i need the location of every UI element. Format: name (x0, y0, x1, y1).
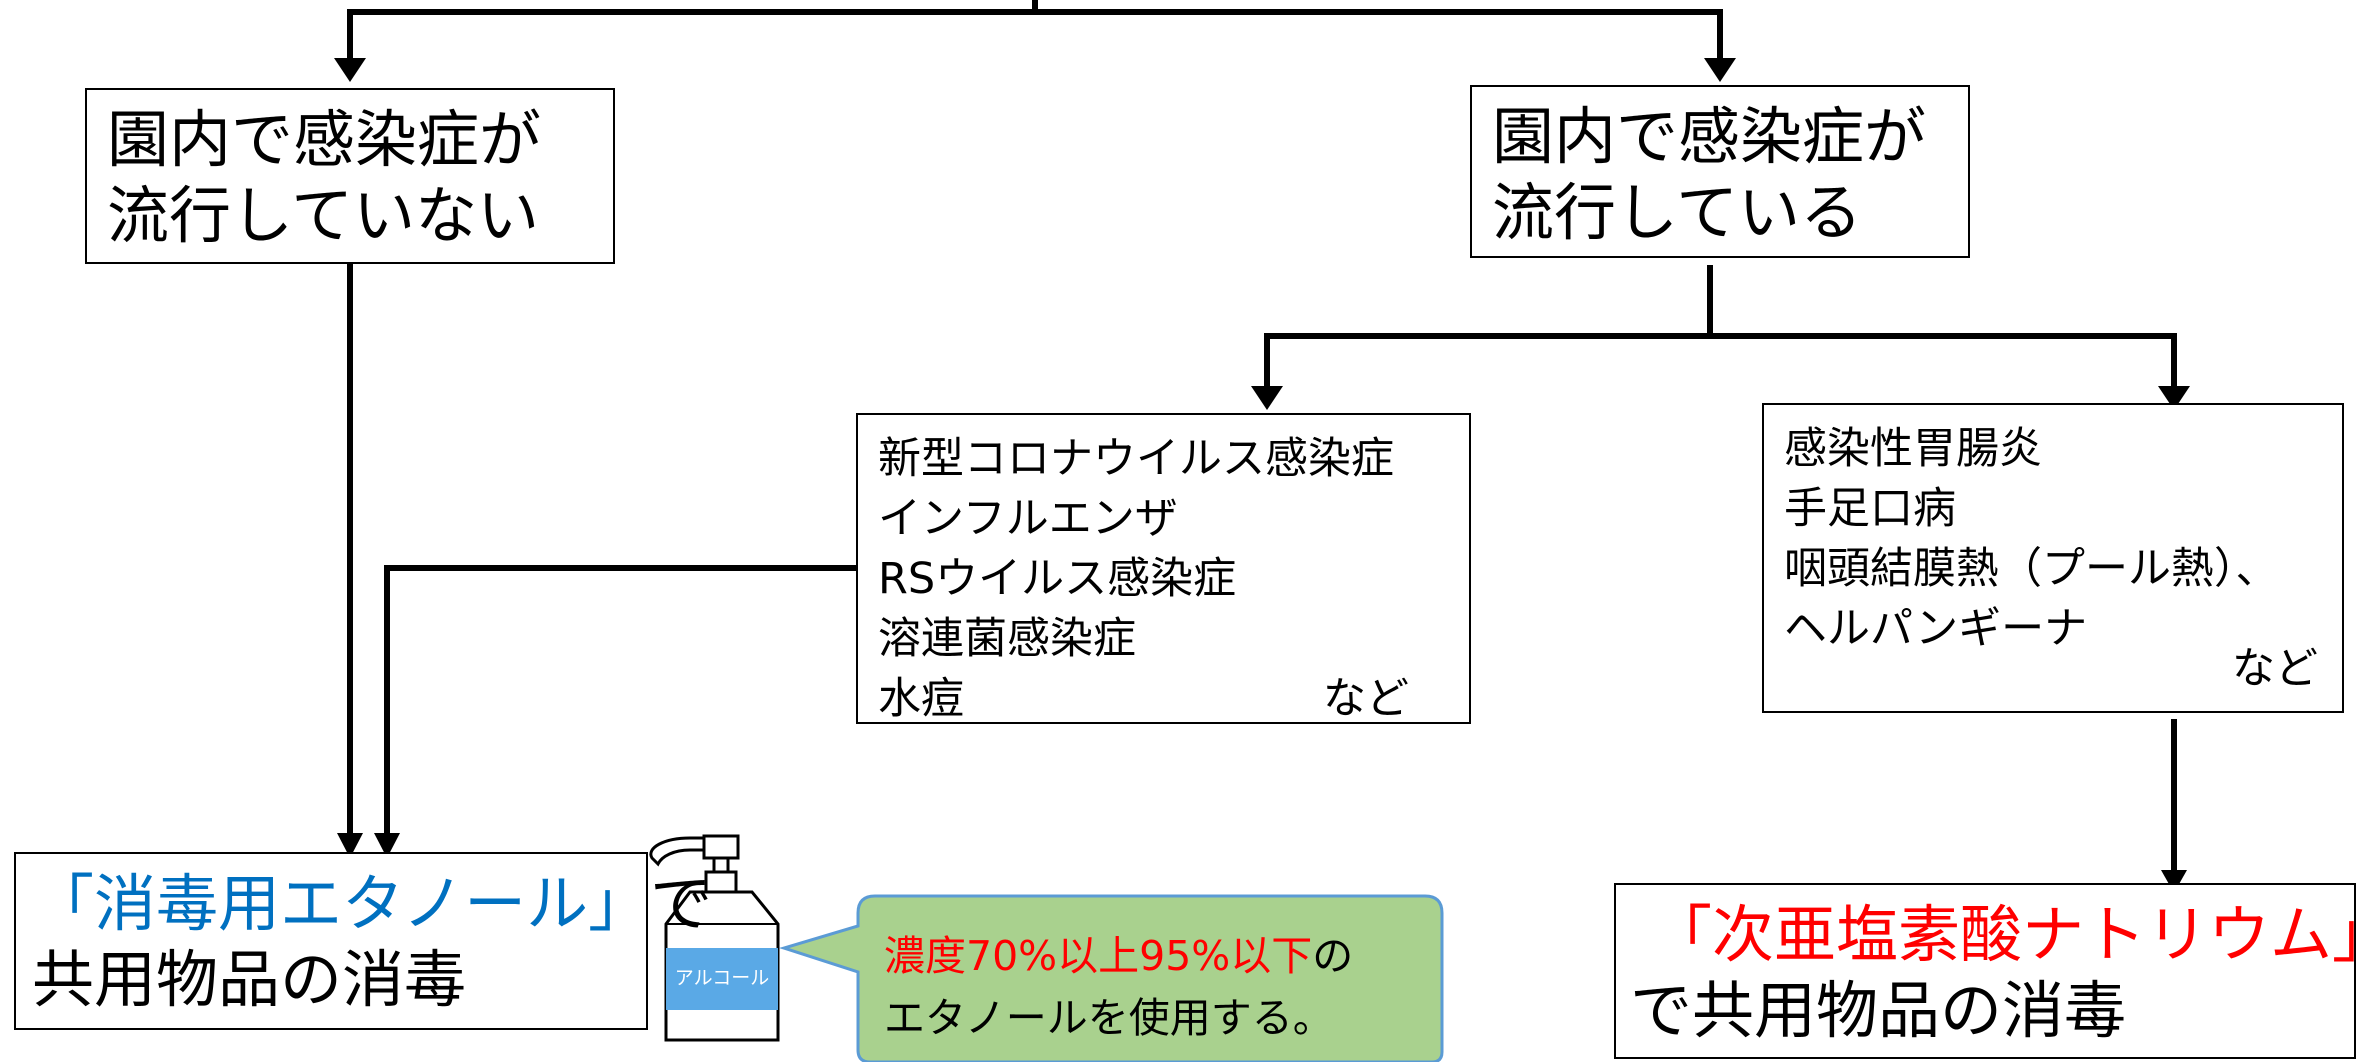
disease-item: ヘルパンギーナ (1784, 604, 2088, 654)
disease-item: 手足口病 (1784, 484, 1956, 534)
arrowhead-group-b (2158, 386, 2190, 410)
arrowhead-ethanol-1 (337, 833, 363, 858)
disease-item: 水痘 (878, 674, 964, 724)
not-prevalent-line-2: 流行していない (107, 179, 540, 252)
disease-item: インフルエンザ (878, 494, 1178, 544)
prevalent-line-1: 園内で感染症が (1492, 100, 1927, 173)
arrowhead-hypochlorite (2161, 870, 2187, 893)
alcohol-bottle-icon (649, 834, 780, 1042)
hypochlorite-result-box: 「次亜塩素酸ナトリウム」 で共用物品の消毒 (1614, 883, 2356, 1059)
disease-item: 溶連菌感染症 (878, 614, 1136, 664)
hypochlorite-highlight: 「次亜塩素酸ナトリウム」 (1650, 898, 2356, 971)
arrowhead-prevalent (1704, 58, 1736, 82)
prevalent-line-2: 流行している (1492, 176, 1863, 249)
prevalent-box: 園内で感染症が 流行している (1470, 85, 1970, 258)
ethanol-result-line-1: 「消毒用エタノール」で (32, 866, 712, 942)
ethanol-tail: で (650, 867, 713, 940)
group-b-disease-list: 感染性胃腸炎 手足口病 咽頭結膜熱（プール熱）、 ヘルパンギーナ など (1762, 403, 2344, 713)
concentration-note-line-2: エタノールを使用する。 (884, 994, 1334, 1042)
disease-item: 咽頭結膜熱（プール熱）、 (1784, 544, 2279, 594)
disease-item: 新型コロナウイルス感染症 (878, 434, 1394, 484)
group-b-etc-label: など (2232, 644, 2318, 694)
ethanol-result-line-2: 共用物品の消毒 (32, 943, 467, 1016)
concentration-note-line-1: 濃度70%以上95%以下の (884, 925, 1353, 987)
concentration-tail: の (1312, 932, 1354, 980)
concentration-highlight: 濃度70%以上95%以下 (884, 932, 1313, 980)
arrow-group-a-to-ethanol (384, 565, 861, 848)
disease-item: 感染性胃腸炎 (1784, 424, 2042, 474)
alcohol-bottle-label: アルコール (674, 967, 770, 989)
hypochlorite-result-line-2: で共用物品の消毒 (1630, 974, 2127, 1047)
ethanol-result-box: 「消毒用エタノール」で 共用物品の消毒 (14, 852, 712, 1030)
disease-item: RSウイルス感染症 (878, 554, 1237, 604)
not-prevalent-box: 園内で感染症が 流行していない (85, 88, 615, 264)
concentration-note: 濃度70%以上95%以下の エタノールを使用する。 (884, 925, 1353, 1049)
arrowhead-ethanol-2 (374, 833, 400, 858)
group-a-etc-label: など (1323, 674, 1409, 724)
arrowhead-group-a (1251, 386, 1283, 410)
arrowhead-not-prevalent (334, 58, 366, 82)
group-a-disease-list: 新型コロナウイルス感染症 インフルエンザ RSウイルス感染症 溶連菌感染症 水痘… (856, 413, 1471, 724)
not-prevalent-line-1: 園内で感染症が (107, 103, 542, 176)
ethanol-highlight: 「消毒用エタノール」 (32, 867, 651, 940)
